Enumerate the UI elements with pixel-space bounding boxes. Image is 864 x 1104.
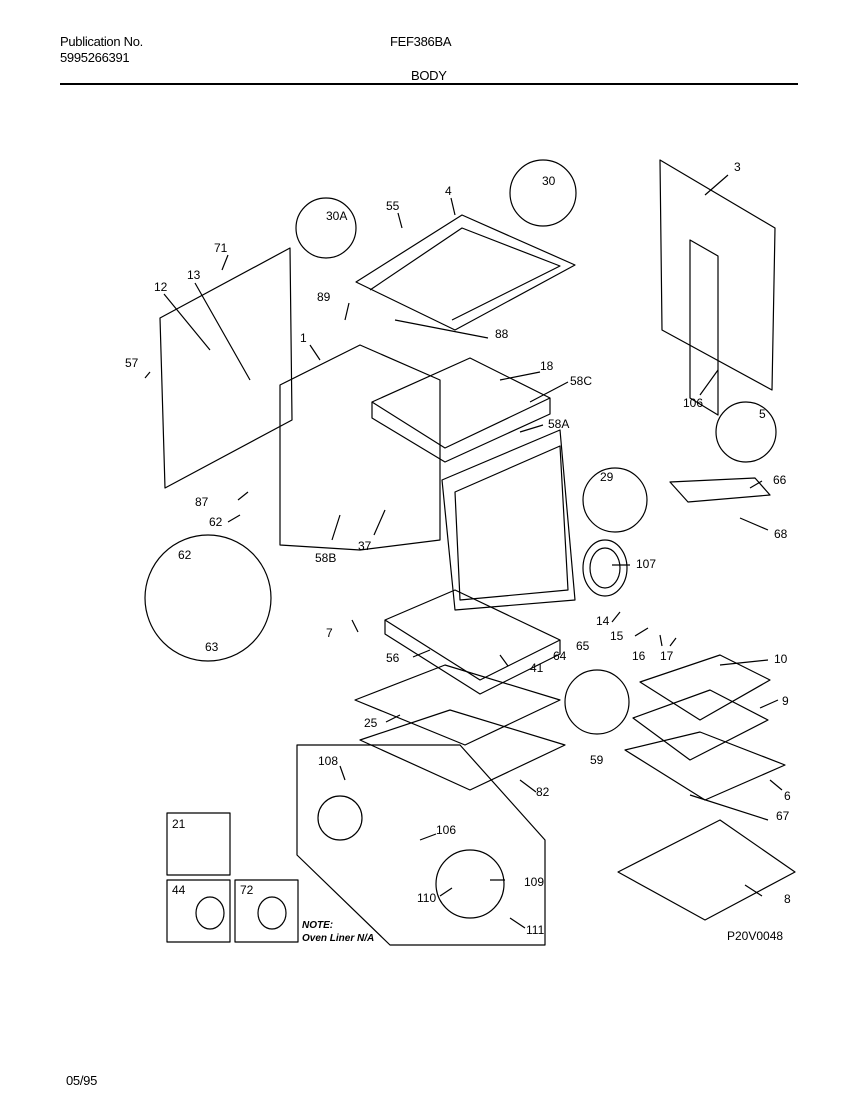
callout-25: 25 [364,716,378,730]
callout-106-bottom: 106 [436,823,456,837]
callout-58a: 58A [548,417,569,431]
callout-65: 65 [576,639,590,653]
bottom-panel [354,664,561,746]
broil-element [669,477,771,503]
detail-circle-29 [582,467,648,533]
callout-10: 10 [774,652,788,666]
publication-label: Publication No. [60,34,143,49]
callout-15: 15 [610,629,624,643]
callout-29: 29 [600,470,614,484]
detail-circle-59 [564,669,630,735]
front-frame [441,429,576,611]
callout-37: 37 [358,539,372,553]
callout-55: 55 [386,199,400,213]
note-title: NOTE: [302,920,333,931]
callout-57: 57 [125,356,139,370]
callout-3: 3 [734,160,741,174]
callout-44: 44 [172,883,186,897]
top-panel [355,214,576,331]
callout-58c: 58C [570,374,592,388]
convection-assembly-box [296,744,546,946]
back-panel [159,247,293,489]
callout-110: 110 [417,891,436,905]
publication-number: 5995266391 [60,50,130,65]
callout-17: 17 [660,649,674,663]
callout-labels: 3 4 30 30A 55 71 13 12 89 1 88 18 58C 57… [125,160,791,937]
callout-87: 87 [195,495,209,509]
callout-109: 109 [524,875,544,889]
callout-16: 16 [632,649,646,663]
callout-107: 107 [636,557,656,571]
callout-30a: 30A [326,209,347,223]
part-box-72 [234,879,299,943]
detail-circle-30 [509,159,577,227]
callout-18: 18 [540,359,554,373]
side-panel [659,159,776,391]
broiler-pan [632,689,769,761]
callout-4: 4 [445,184,452,198]
callout-63: 63 [205,640,219,654]
callout-68: 68 [774,527,788,541]
detail-circle-30a [295,197,357,259]
detail-circle-62 [144,534,272,662]
header-rule [60,83,798,85]
broiler-pan-insert [639,654,771,721]
callout-62-top: 62 [209,515,223,529]
callout-1: 1 [300,331,307,345]
callout-30: 30 [542,174,556,188]
convection-motor [317,795,363,841]
part-box-21 [166,812,231,876]
callout-88: 88 [495,327,509,341]
callout-21: 21 [172,817,186,831]
callout-82: 82 [536,785,550,799]
callout-41: 41 [530,661,544,675]
light-lens [582,539,628,597]
oven-body [279,344,441,551]
callout-62-detail: 62 [178,548,192,562]
callout-58b: 58B [315,551,336,565]
detail-circle-5 [715,401,777,463]
callout-6: 6 [784,789,791,803]
callout-8: 8 [784,892,791,906]
callout-14: 14 [596,614,610,628]
convection-fan-blade [435,849,505,919]
callout-12: 12 [154,280,168,294]
callout-66: 66 [773,473,787,487]
bake-element-tray [617,819,796,921]
callout-64: 64 [553,649,567,663]
callout-13: 13 [187,268,201,282]
callout-106-top: 106 [683,396,703,410]
callout-67: 67 [776,809,790,823]
note-text: Oven Liner N/A [302,933,374,944]
base-panel [359,709,566,791]
callout-9: 9 [782,694,789,708]
callout-108: 108 [318,754,338,768]
diagram-code: P20V0048 [727,929,783,943]
callout-59: 59 [590,753,604,767]
callout-7: 7 [326,626,333,640]
callout-56: 56 [386,651,400,665]
callout-89: 89 [317,290,331,304]
oven-rack [624,731,786,801]
callout-72: 72 [240,883,254,897]
callout-111: 111 [526,923,545,937]
footer-date: 05/95 [66,1073,98,1088]
model-number: FEF386BA [390,34,452,49]
callout-5: 5 [759,407,766,421]
section-title: BODY [411,68,447,83]
callout-71: 71 [214,241,228,255]
part-box-44 [166,879,231,943]
